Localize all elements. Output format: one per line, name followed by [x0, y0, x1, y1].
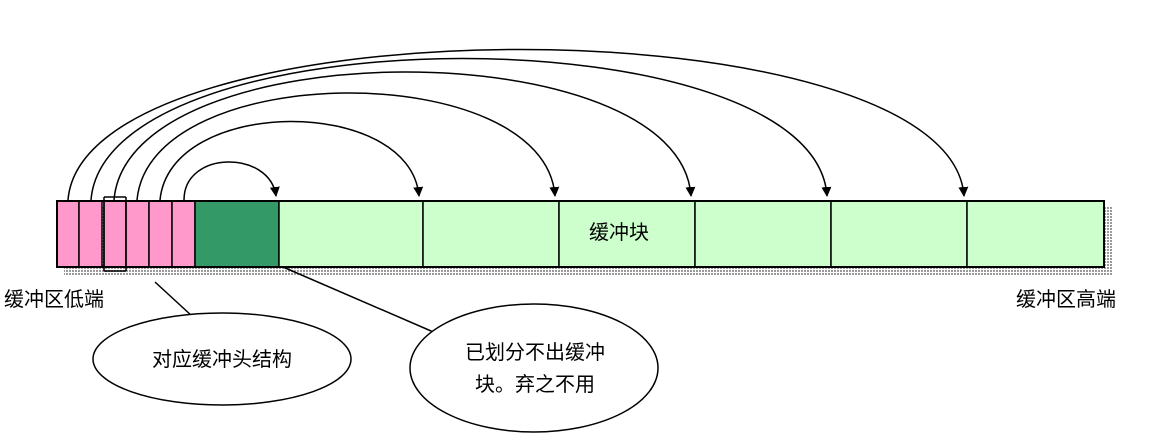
low-end-label: 缓冲区低端	[4, 287, 104, 311]
pointer-arrow	[159, 120, 424, 201]
header-cell	[78, 200, 103, 268]
callout-unused-bubble	[409, 303, 659, 433]
callout-leader-unused	[282, 266, 439, 335]
buffer-block	[558, 200, 696, 268]
pointer-arrow	[113, 71, 696, 201]
header-cell	[171, 200, 196, 268]
buffer-blocks	[278, 200, 1105, 268]
buffer-block	[830, 200, 968, 268]
pointer-arrow	[67, 48, 969, 201]
unused-region	[194, 200, 280, 268]
buffer-block	[966, 200, 1105, 268]
buffer-outline	[56, 200, 1105, 268]
callout-unused-text: 已划分不出缓冲块。弃之不用	[465, 340, 605, 396]
buffer-block-label: 缓冲块	[589, 220, 649, 244]
high-end-label: 缓冲区高端	[1016, 287, 1116, 311]
callout-headers-text: 对应缓冲头结构	[152, 347, 292, 371]
header-cell	[125, 200, 150, 268]
pointer-arrow	[183, 161, 280, 201]
callout-headers-bubble	[92, 312, 352, 406]
header-cell	[103, 200, 127, 268]
buffer-block	[694, 200, 832, 268]
pointer-arrow	[90, 57, 832, 201]
header-to-block-arrows	[67, 48, 969, 201]
pointer-arrow	[136, 92, 560, 201]
header-cell	[56, 200, 80, 268]
header-cell	[148, 200, 173, 268]
buffer-block	[278, 200, 424, 268]
buffer-block	[422, 200, 560, 268]
